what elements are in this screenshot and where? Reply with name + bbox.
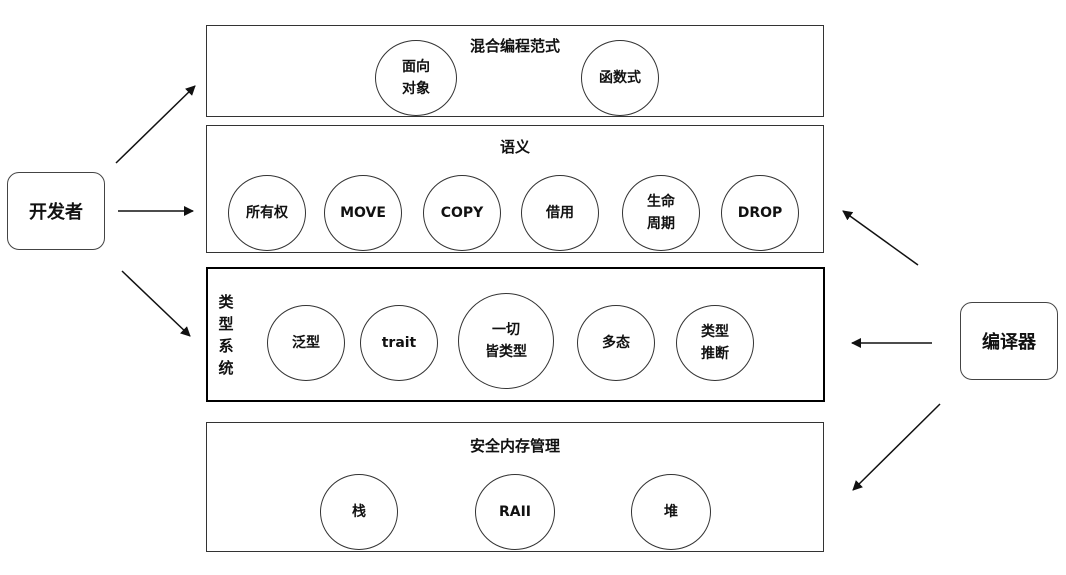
arrow-compiler-to-memory	[852, 403, 941, 491]
semantics-item-borrow: 借用	[521, 175, 599, 251]
type-item-label: 多态	[602, 335, 630, 351]
type-item-trait: trait	[360, 305, 438, 381]
arrow-compiler-to-semantics	[842, 210, 919, 266]
semantics-item-label: DROP	[737, 205, 783, 221]
type-item-label: trait	[381, 335, 417, 351]
paradigm-item-oop: 面向 对象	[375, 40, 457, 116]
type-system-title: 类型系统	[218, 293, 234, 377]
semantics-item-label: COPY	[440, 205, 484, 221]
semantics-item-label: 生命 周期	[647, 194, 675, 232]
semantics-title: 语义	[499, 138, 530, 156]
semantics-item-copy: COPY	[423, 175, 501, 251]
type-item-label: 类型 推断	[701, 324, 729, 362]
memory-layer: 安全内存管理 栈 RAII 堆	[206, 422, 824, 552]
memory-item-raii: RAII	[475, 474, 555, 550]
compiler-label: 编译器	[982, 332, 1036, 353]
semantics-item-label: MOVE	[340, 205, 386, 221]
memory-title: 安全内存管理	[469, 437, 560, 455]
semantics-item-lifetime: 生命 周期	[622, 175, 700, 251]
type-item-everything-is-type: 一切 皆类型	[458, 293, 554, 389]
developer-node: 开发者	[7, 172, 105, 250]
semantics-layer: 语义 所有权 MOVE COPY 借用 生命 周期 DROP	[206, 125, 824, 253]
type-item-inference: 类型 推断	[676, 305, 754, 381]
arrow-dev-to-types	[121, 270, 191, 337]
semantics-item-label: 借用	[546, 205, 574, 221]
paradigm-layer: 混合编程范式 面向 对象 函数式	[206, 25, 824, 117]
paradigm-item-functional: 函数式	[581, 40, 659, 116]
memory-item-stack: 栈	[320, 474, 398, 550]
semantics-item-drop: DROP	[721, 175, 799, 251]
paradigm-title: 混合编程范式	[469, 37, 560, 55]
memory-item-label: RAII	[498, 504, 532, 520]
type-item-generics: 泛型	[267, 305, 345, 381]
type-item-polymorphism: 多态	[577, 305, 655, 381]
paradigm-item-label: 面向 对象	[402, 59, 430, 97]
semantics-item-label: 所有权	[246, 205, 288, 221]
memory-item-label: 栈	[352, 504, 366, 520]
type-item-label: 泛型	[292, 335, 320, 351]
developer-label: 开发者	[29, 202, 83, 223]
memory-item-heap: 堆	[631, 474, 711, 550]
arrow-dev-to-paradigm	[115, 85, 196, 164]
semantics-item-ownership: 所有权	[228, 175, 306, 251]
type-item-label: 一切 皆类型	[485, 322, 527, 360]
semantics-item-move: MOVE	[324, 175, 402, 251]
paradigm-item-label: 函数式	[599, 70, 641, 86]
memory-item-label: 堆	[664, 504, 678, 520]
type-system-layer: 类型系统 泛型 trait 一切 皆类型 多态 类型 推断	[206, 267, 825, 402]
compiler-node: 编译器	[960, 302, 1058, 380]
